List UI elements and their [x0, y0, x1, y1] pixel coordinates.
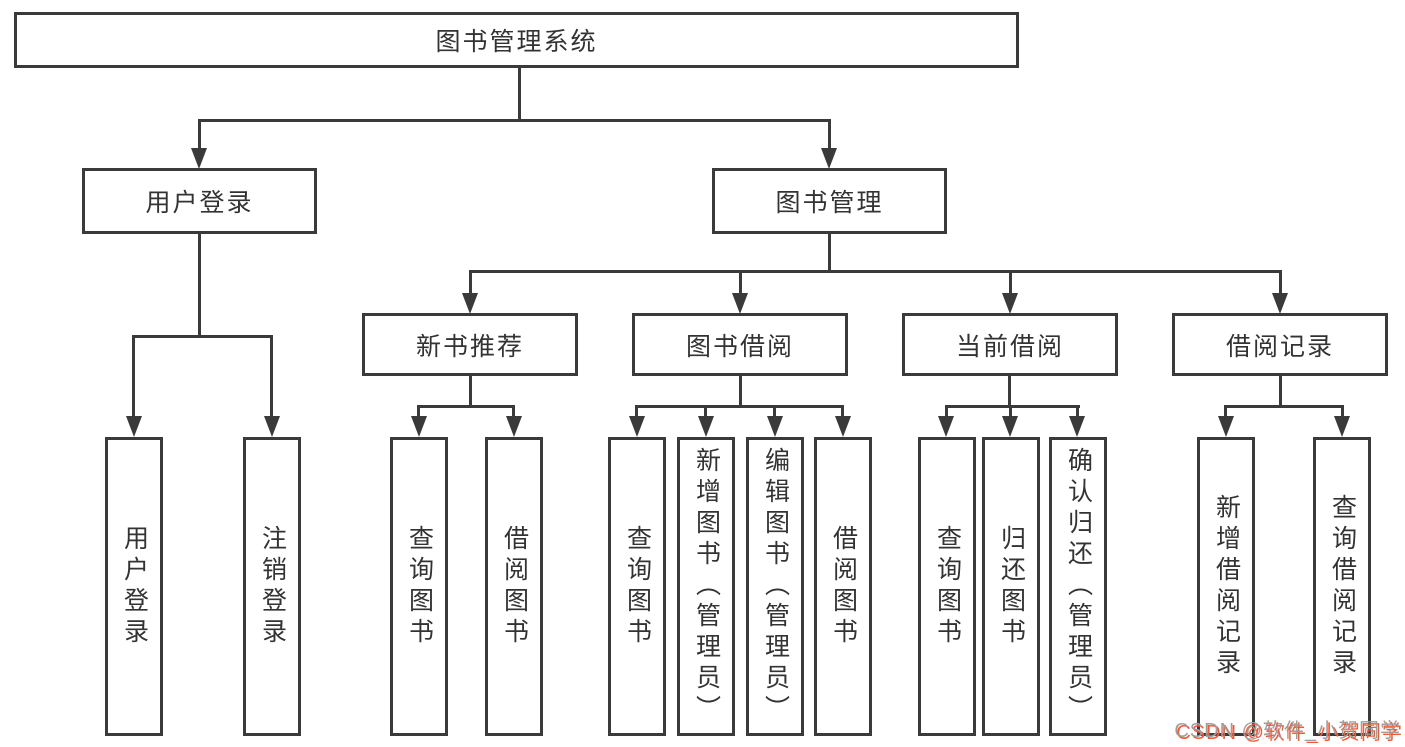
node-label: 归还图书 [997, 524, 1026, 649]
leaf-return-books: 归还图书 [982, 437, 1040, 736]
connector-line [417, 405, 420, 417]
connector-line [132, 335, 273, 338]
node-label: 图书借阅 [685, 332, 794, 361]
node-new-book-recommendation: 新书推荐 [362, 313, 578, 376]
node-label: 用户登录 [120, 524, 149, 649]
connector-line [1008, 376, 1011, 407]
arrowhead-down [126, 416, 142, 437]
arrowhead-down [938, 416, 954, 437]
arrowhead-down [767, 416, 783, 437]
node-label: 注销登录 [258, 524, 287, 649]
leaf-confirm-return-admin: 确认归还（管理员） [1049, 437, 1107, 736]
connector-line [198, 119, 831, 122]
node-book-borrowing: 图书借阅 [632, 313, 848, 376]
connector-line [469, 270, 472, 296]
arrowhead-down [1069, 416, 1085, 437]
node-label: 查询借阅记录 [1328, 493, 1357, 680]
connector-line [512, 405, 515, 417]
leaf-borrow-books-borrowing: 借阅图书 [814, 437, 872, 736]
node-book-management: 图书管理 [712, 168, 947, 234]
leaf-logout-login: 注销登录 [243, 437, 301, 736]
connector-line [635, 405, 638, 417]
arrowhead-down [821, 148, 837, 169]
connector-line [1224, 405, 1227, 417]
connector-line [518, 68, 521, 121]
leaf-query-books-recommend: 查询图书 [390, 437, 448, 736]
node-label: 图书管理 [775, 189, 884, 217]
node-borrowing-records: 借阅记录 [1172, 313, 1388, 376]
connector-line [704, 405, 707, 417]
node-label: 查询图书 [405, 524, 434, 649]
leaf-query-books-borrowing: 查询图书 [608, 437, 666, 736]
node-label: 确认归还（管理员） [1064, 447, 1093, 726]
arrowhead-down [698, 416, 714, 437]
connector-line [198, 119, 201, 150]
connector-line [469, 270, 1282, 273]
node-label: 借阅图书 [829, 524, 858, 649]
node-label: 图书管理系统 [435, 28, 598, 56]
arrowhead-down [411, 416, 427, 437]
node-label: 查询图书 [623, 524, 652, 649]
arrowhead-down [835, 416, 851, 437]
connector-line [1279, 270, 1282, 296]
arrowhead-down [191, 148, 207, 169]
connector-line [739, 376, 742, 407]
node-label: 新增借阅记录 [1212, 493, 1241, 680]
leaf-user-login: 用户登录 [105, 437, 163, 736]
connector-line [270, 335, 273, 418]
node-current-borrowing: 当前借阅 [902, 313, 1118, 376]
node-label: 用户登录 [145, 189, 254, 217]
arrowhead-down [629, 416, 645, 437]
connector-line [828, 234, 831, 272]
node-label: 当前借阅 [955, 332, 1064, 361]
connector-line [1279, 376, 1282, 407]
node-library-system: 图书管理系统 [14, 12, 1019, 68]
connector-line [469, 376, 472, 407]
leaf-add-books-admin: 新增图书（管理员） [677, 437, 735, 736]
connector-line [417, 405, 515, 408]
connector-line [1009, 405, 1012, 417]
connector-line [1341, 405, 1344, 417]
watermark: CSDN @软件_小贺同学 [1174, 720, 1401, 742]
node-user-login: 用户登录 [82, 168, 317, 234]
connector-line [132, 335, 135, 418]
node-label: 编辑图书（管理员） [761, 447, 790, 726]
node-label: 查询图书 [933, 524, 962, 649]
connector-line [739, 270, 742, 296]
arrowhead-down [462, 293, 478, 314]
connector-line [635, 405, 844, 408]
connector-line [945, 405, 1080, 408]
node-label: 新书推荐 [415, 332, 524, 361]
connector-line [1076, 405, 1079, 417]
node-label: 借阅图书 [500, 524, 529, 649]
connector-line [828, 119, 831, 150]
connector-line [945, 405, 948, 417]
leaf-query-borrow-record: 查询借阅记录 [1313, 437, 1371, 736]
arrowhead-down [1272, 293, 1288, 314]
leaf-query-books-current: 查询图书 [918, 437, 976, 736]
leaf-edit-books-admin: 编辑图书（管理员） [746, 437, 804, 736]
arrowhead-down [732, 293, 748, 314]
node-label: 新增图书（管理员） [692, 447, 721, 726]
leaf-borrow-books-recommend: 借阅图书 [485, 437, 543, 736]
node-label: 借阅记录 [1225, 332, 1334, 361]
connector-line [773, 405, 776, 417]
connector-line [1009, 270, 1012, 296]
connector-line [198, 234, 201, 337]
connector-line [1224, 405, 1344, 408]
arrowhead-down [1002, 293, 1018, 314]
arrowhead-down [506, 416, 522, 437]
arrowhead-down [1218, 416, 1234, 437]
arrowhead-down [264, 416, 280, 437]
connector-line [841, 405, 844, 417]
leaf-add-borrow-record: 新增借阅记录 [1197, 437, 1255, 736]
arrowhead-down [1002, 416, 1018, 437]
arrowhead-down [1334, 416, 1350, 437]
